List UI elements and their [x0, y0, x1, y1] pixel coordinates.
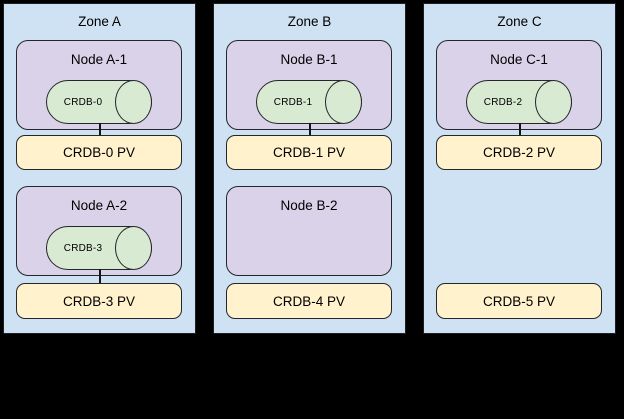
- node-a-2: Node A-2 CRDB-3: [16, 186, 182, 276]
- pv-label: CRDB-2 PV: [482, 145, 555, 160]
- cylinder-cap: [115, 226, 152, 270]
- pod-pv-connector: [98, 269, 101, 285]
- node-title: Node C-1: [490, 52, 548, 67]
- node-title: Node A-2: [70, 198, 128, 213]
- cylinder-label: CRDB-3: [63, 242, 103, 254]
- pv-crdb-5: CRDB-5 PV: [436, 283, 602, 319]
- pv-crdb-1: CRDB-1 PV: [226, 135, 392, 170]
- node-b-1: Node B-1 CRDB-1: [226, 40, 392, 130]
- zone-b: Zone B Node B-1 CRDB-1 CRDB-1 PV Node B-…: [213, 3, 406, 334]
- pod-pv-connector: [308, 123, 311, 137]
- pv-crdb-0: CRDB-0 PV: [16, 135, 182, 170]
- pv-label: CRDB-5 PV: [482, 293, 555, 309]
- cylinder-cap: [115, 80, 152, 124]
- zone-title: Zone C: [497, 14, 542, 29]
- cylinder-label: CRDB-1: [273, 96, 313, 108]
- pv-label: CRDB-3 PV: [62, 293, 135, 309]
- zone-title: Zone B: [287, 14, 332, 29]
- cylinder-label: CRDB-0: [63, 96, 103, 108]
- pv-crdb-3: CRDB-3 PV: [16, 283, 182, 319]
- cylinder-cap: [535, 80, 572, 124]
- cylinder-crdb-2: CRDB-2: [466, 80, 572, 124]
- node-a-1: Node A-1 CRDB-0: [16, 40, 182, 130]
- pod-pv-connector: [518, 123, 521, 137]
- node-title: Node B-2: [280, 198, 338, 213]
- pv-label: CRDB-4 PV: [272, 293, 345, 309]
- cylinder-crdb-3: CRDB-3: [46, 226, 152, 270]
- pv-label: CRDB-1 PV: [272, 145, 345, 160]
- pv-label: CRDB-0 PV: [62, 145, 135, 160]
- node-title: Node A-1: [70, 52, 128, 67]
- node-title: Node B-1: [280, 52, 338, 67]
- zone-title: Zone A: [78, 14, 121, 29]
- node-b-2: Node B-2: [226, 186, 392, 276]
- zone-a: Zone A Node A-1 CRDB-0 CRDB-0 PV Node A-…: [3, 3, 196, 334]
- zone-c: Zone C Node C-1 CRDB-2 CRDB-2 PV CRDB-5 …: [423, 3, 616, 334]
- cylinder-cap: [325, 80, 362, 124]
- cylinder-label: CRDB-2: [483, 96, 523, 108]
- pod-pv-connector: [98, 123, 101, 137]
- cylinder-crdb-1: CRDB-1: [256, 80, 362, 124]
- pv-crdb-2: CRDB-2 PV: [436, 135, 602, 170]
- node-c-1: Node C-1 CRDB-2: [436, 40, 602, 130]
- cylinder-crdb-0: CRDB-0: [46, 80, 152, 124]
- pv-crdb-4: CRDB-4 PV: [226, 283, 392, 319]
